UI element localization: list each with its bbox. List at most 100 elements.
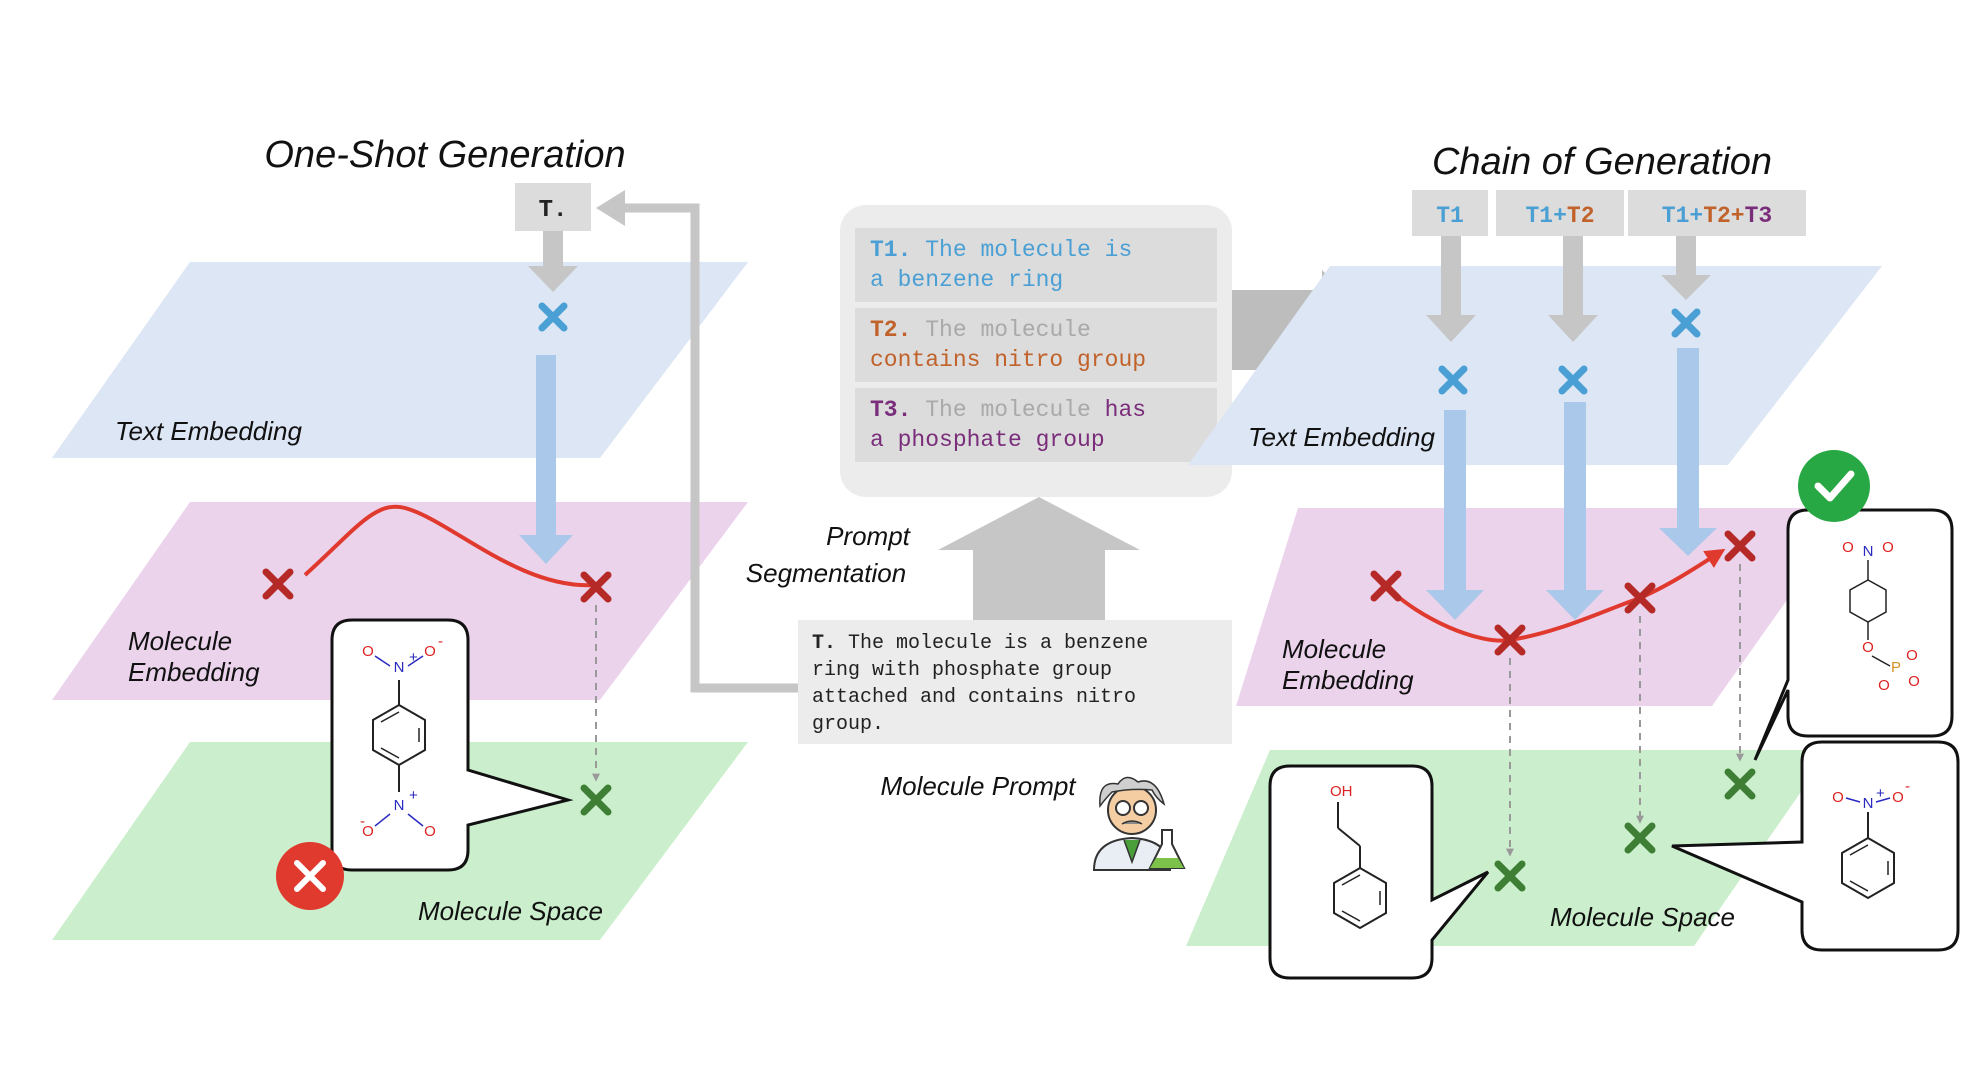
hydroxyl-label: OH xyxy=(1330,783,1353,800)
prompt-line-3: attached and contains nitro xyxy=(812,686,1136,709)
nitro-o-left: O xyxy=(1832,789,1844,806)
chain-bubble-2 xyxy=(1671,740,1960,952)
segment-1-text: a benzene ring xyxy=(870,267,1063,293)
right-panel: Chain of Generation Text Embedding Molec… xyxy=(1186,141,1960,980)
right-molecule-space-label: Molecule Space xyxy=(1550,902,1735,932)
left-molecule-embedding-label-1: Molecule xyxy=(128,626,232,656)
left-o-top-right: O xyxy=(424,643,436,660)
left-minus-bottom: - xyxy=(360,813,365,830)
scientist-icon xyxy=(1092,776,1186,871)
chain-step-marker-3 xyxy=(1724,530,1756,562)
left-molecule-bubble xyxy=(330,618,574,872)
left-molecule-embedding-layer xyxy=(52,502,748,700)
left-plus-top: + xyxy=(409,649,418,666)
left-minus-top: - xyxy=(438,633,443,650)
chain-space-marker-3 xyxy=(1724,768,1756,800)
final-p-label: P xyxy=(1891,659,1901,676)
nitro-n-label: N xyxy=(1863,795,1874,812)
segment-3-label: T3. xyxy=(870,397,911,423)
nitro-minus: - xyxy=(1905,778,1910,795)
molecule-prompt-box xyxy=(798,620,1232,744)
segment-1-line-2: a benzene ring xyxy=(870,267,1063,293)
chain-blue-arrow-2 xyxy=(1546,402,1604,620)
right-text-embedding-layer xyxy=(1188,266,1882,465)
left-input-tag xyxy=(515,183,591,231)
chain-tag-3-part-2: + xyxy=(1689,203,1703,229)
chain-tag-3-part-4: + xyxy=(1731,203,1745,229)
right-molecule-embedding-layer xyxy=(1236,508,1852,706)
left-molecule-structure: N O O + - N O O + - xyxy=(360,633,443,840)
left-panel: One-Shot Generation Text Embedding Molec… xyxy=(52,134,748,940)
chain-step-marker-1 xyxy=(1494,624,1526,656)
final-o-p-right: O xyxy=(1908,673,1920,690)
chain-blue-arrow-1 xyxy=(1426,410,1484,620)
chain-generation-curve xyxy=(1383,548,1726,643)
chain-tag-2-part-1: T1 xyxy=(1525,203,1553,229)
chain-tag-3-arrow xyxy=(1661,236,1711,300)
molecule-prompt-text: T. The molecule is a benzene ring with ph… xyxy=(812,632,1148,736)
left-plus-bottom: + xyxy=(409,787,418,804)
prompt-line-4: group. xyxy=(812,713,884,736)
chain-tag-3-part-3: T2 xyxy=(1703,203,1731,229)
final-o-left: O xyxy=(1842,539,1854,556)
prompt-line-text: ring with phosphate group xyxy=(812,659,1112,682)
prompt-line-1: T. The molecule is a benzene xyxy=(812,632,1148,655)
prompt-return-arrow xyxy=(623,203,800,693)
chain-space-marker-1 xyxy=(1494,860,1526,892)
left-blue-arrow xyxy=(519,355,573,564)
chain-bubble-1 xyxy=(1268,764,1490,980)
right-molecule-embedding-label-2: Embedding xyxy=(1282,665,1414,695)
left-end-marker xyxy=(580,571,612,603)
segment-3-text: a phosphate group xyxy=(870,427,1105,453)
segment-1-text: The molecule is xyxy=(925,237,1132,263)
final-o-ester: O xyxy=(1862,639,1874,656)
left-title: One-Shot Generation xyxy=(264,134,625,176)
chain-molecule-3: N O O O P O O O xyxy=(1842,539,1920,694)
left-o-top-left: O xyxy=(362,643,374,660)
left-start-marker xyxy=(262,568,294,600)
left-text-embedding-layer xyxy=(52,262,748,458)
chain-start-marker xyxy=(1370,570,1402,602)
chain-blue-arrow-3 xyxy=(1659,348,1717,556)
prompt-return-arrowhead xyxy=(596,190,625,226)
chain-bubble-3 xyxy=(1753,508,1954,761)
right-title: Chain of Generation xyxy=(1432,141,1772,183)
prompt-line-text: attached and contains nitro xyxy=(812,686,1136,709)
chain-tag-3-part-1: T1 xyxy=(1662,203,1690,229)
chain-tag-1-label: T1 xyxy=(1436,203,1464,229)
final-o-p-bottom: O xyxy=(1878,677,1890,694)
final-n-label: N xyxy=(1863,543,1874,560)
chain-tag-2-part-2: + xyxy=(1553,203,1567,229)
segment-2-line-2: contains nitro group xyxy=(870,347,1146,373)
left-text-marker xyxy=(538,302,568,332)
left-input-tag-label: T. xyxy=(539,197,568,224)
chain-tag-1-arrow xyxy=(1426,236,1476,342)
chain-tag-3-part-5: T3 xyxy=(1745,203,1773,229)
chain-tag-3-label: T1+T2+T3 xyxy=(1662,203,1772,229)
chain-tag-3 xyxy=(1628,190,1806,236)
prompt-segmentation-label-1: Prompt xyxy=(826,521,912,551)
chain-tag-2-part-3: T2 xyxy=(1567,203,1595,229)
chain-tag-2-label: T1+T2 xyxy=(1525,203,1594,229)
final-o-p-top: O xyxy=(1906,647,1918,664)
segment-2-text: The molecule xyxy=(925,317,1091,343)
segment-2-text: contains nitro group xyxy=(870,347,1146,373)
chain-step-marker-2 xyxy=(1624,582,1656,614)
chain-tag-2 xyxy=(1496,190,1624,236)
segment-3-text: The molecule xyxy=(925,397,1104,423)
prompt-tag: T. xyxy=(812,632,836,655)
prompt-line-2: ring with phosphate group xyxy=(812,659,1112,682)
left-o-bottom-right: O xyxy=(424,823,436,840)
chain-tag-1 xyxy=(1412,190,1488,236)
prompt-segmentation-label-2: Segmentation xyxy=(746,558,906,588)
left-space-marker xyxy=(580,784,612,816)
chain-text-marker-1 xyxy=(1438,365,1468,395)
left-molecule-embedding-label-2: Embedding xyxy=(128,657,260,687)
left-molecule-space-label: Molecule Space xyxy=(418,896,603,926)
final-o-right: O xyxy=(1882,539,1894,556)
right-text-embedding-label: Text Embedding xyxy=(1248,422,1435,452)
chain-molecule-1: OH xyxy=(1330,783,1387,930)
segment-1-line-1: T1. The molecule is xyxy=(870,237,1132,263)
